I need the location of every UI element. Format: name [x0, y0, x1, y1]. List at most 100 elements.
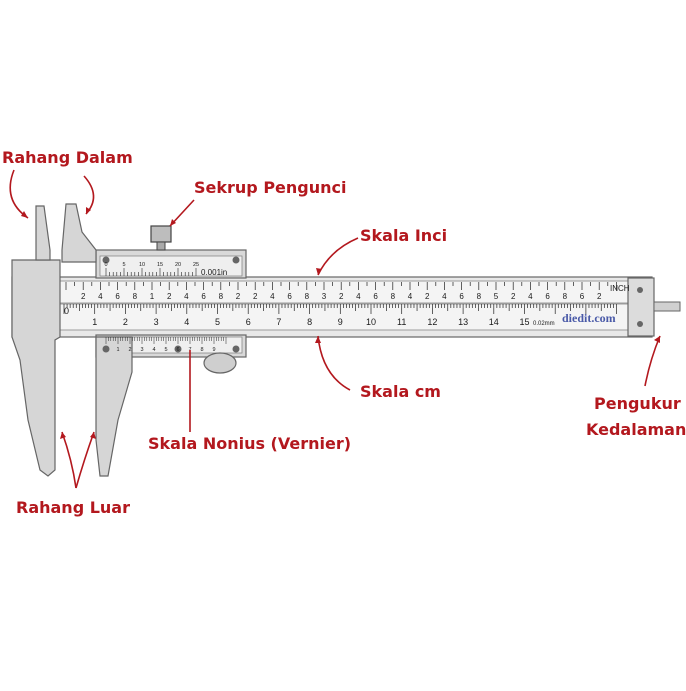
inch-tick-label: 8	[477, 292, 482, 301]
arrow-outer-jaw-left	[61, 431, 77, 489]
cm-tick-label: 14	[489, 317, 499, 327]
inch-tick-label: 1	[150, 292, 155, 301]
label-depth-probe-line1: Pengukur	[594, 394, 681, 413]
inch-tick-label: 6	[545, 292, 550, 301]
arrow-inner-jaw-right	[83, 175, 95, 215]
label-depth-probe-line2: Kedalaman	[586, 420, 686, 439]
thumb-wheel	[203, 352, 237, 374]
arrow-outer-jaw-right	[75, 431, 95, 489]
arrow-cm-scale	[317, 335, 351, 391]
inch-tick-label: 8	[133, 292, 138, 301]
fixed-inner-jaw	[35, 205, 51, 261]
arrow-depth-probe	[644, 335, 661, 387]
watermark: diedit.com	[562, 311, 616, 325]
inch-tick-label: 4	[184, 292, 189, 301]
inch-tick-label: 6	[201, 292, 206, 301]
inch-tick-label: 2	[511, 292, 516, 301]
vernier-mm-label: 5	[164, 347, 167, 353]
cm-tick-label: 9	[338, 317, 343, 327]
label-outer-jaws: Rahang Luar	[16, 498, 130, 517]
inch-tick-label: 4	[442, 292, 447, 301]
end-screw	[637, 287, 643, 293]
inch-tick-label: 4	[408, 292, 413, 301]
arrow-inch-scale	[317, 237, 359, 276]
fixed-jaw	[11, 259, 61, 477]
vernier-inch-label: 15	[157, 262, 163, 268]
vernier-inch-label: 0	[104, 262, 107, 268]
vernier-mm-label: 8	[200, 347, 203, 353]
arrowhead	[315, 336, 321, 343]
inch-tick-label: 4	[270, 292, 275, 301]
inch-tick-label: 3	[322, 292, 327, 301]
end-screw	[637, 321, 643, 327]
lock-screw-stem	[156, 241, 166, 251]
cm-tick-label: 3	[154, 317, 159, 327]
arrowhead	[170, 219, 176, 226]
arrowhead	[316, 268, 322, 275]
inch-scale-strip	[59, 280, 629, 304]
cm-tick-label: 7	[276, 317, 281, 327]
label-inner-jaws: Rahang Dalam	[2, 148, 133, 167]
cm-tick-label: 15	[519, 317, 529, 327]
cm-tick-label: 12	[427, 317, 437, 327]
inch-tick-label: 8	[219, 292, 224, 301]
inch-tick-label: 4	[356, 292, 361, 301]
inch-tick-label: 2	[339, 292, 344, 301]
vernier-mm-label: 9	[212, 347, 215, 353]
inch-tick-label: 8	[391, 292, 396, 301]
vernier-mm-label: 6	[176, 347, 179, 353]
vernier-inch-label: 25	[193, 262, 199, 268]
cm-tick-label: 4	[184, 317, 189, 327]
inch-tick-label: 8	[305, 292, 310, 301]
vernier-inch-ticks: 0 5 10 15 20 25	[104, 262, 199, 276]
depth-probe-rod	[653, 301, 681, 312]
arrowhead	[60, 432, 66, 439]
lock-screw-icon	[150, 225, 172, 243]
cm-tick-label: 10	[366, 317, 376, 327]
cm-tick-label: 6	[246, 317, 251, 327]
arrowhead	[21, 211, 28, 218]
vernier-inch-label: 5	[122, 262, 125, 268]
inch-tick-label: 2	[253, 292, 258, 301]
inch-tick-label: 6	[373, 292, 378, 301]
inch-tick-label: 6	[115, 292, 120, 301]
vernier-mm-label: 1	[116, 347, 119, 353]
plate-screw	[102, 345, 110, 353]
arrowhead	[86, 207, 91, 214]
inch-tick-label: 2	[425, 292, 430, 301]
plate-screw	[102, 256, 110, 264]
inch-unit-label: INCH	[610, 284, 630, 293]
sliding-inner-jaw	[61, 203, 97, 263]
inch-tick-label: 2	[167, 292, 172, 301]
vernier-inch-label: 20	[175, 262, 181, 268]
plate-screw	[174, 345, 182, 353]
inch-tick-label: 6	[580, 292, 585, 301]
inch-tick-label: 2	[236, 292, 241, 301]
inch-tick-label: 4	[98, 292, 103, 301]
plate-screw	[232, 256, 240, 264]
cm-scale-strip	[59, 303, 629, 331]
cm-tick-label: 11	[397, 317, 406, 327]
inch-tick-label: 6	[287, 292, 292, 301]
inch-tick-label: 2	[81, 292, 86, 301]
arrowhead	[654, 336, 660, 343]
vernier-mm-label: 3	[140, 347, 143, 353]
plate-screw	[232, 345, 240, 353]
vernier-mm-label: 4	[152, 347, 155, 353]
zero-label: 0	[64, 306, 69, 316]
label-vernier-scale: Skala Nonius (Vernier)	[148, 434, 352, 453]
sliding-outer-jaw	[95, 336, 133, 477]
vernier-inch-precision: 0.001in	[201, 268, 227, 277]
vernier-mm-label: 2	[128, 347, 131, 353]
cm-tick-label: 13	[458, 317, 468, 327]
label-inch-scale: Skala Inci	[360, 226, 448, 245]
arrow-inner-jaw-left	[9, 169, 29, 219]
cm-tick-label: 8	[307, 317, 312, 327]
label-cm-scale: Skala cm	[360, 382, 441, 401]
arrowhead	[90, 432, 96, 439]
vernier-inch-label: 10	[139, 262, 145, 268]
